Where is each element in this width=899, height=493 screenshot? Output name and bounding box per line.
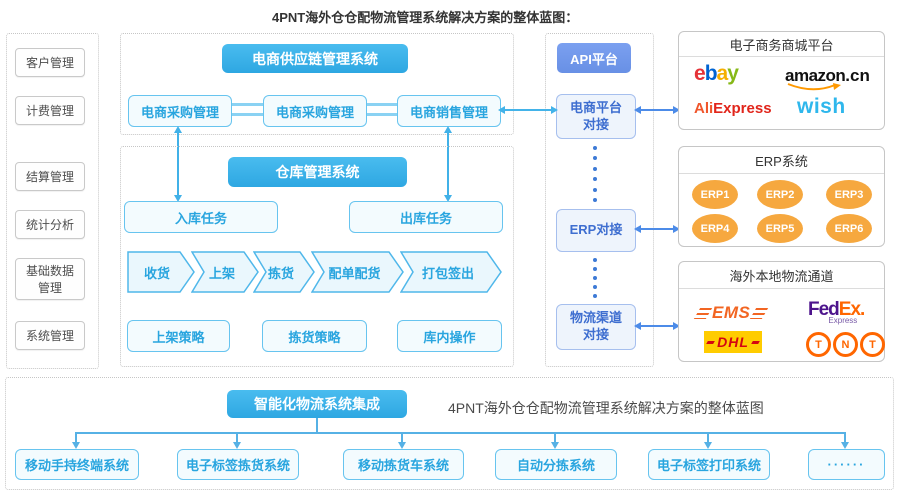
flow-step-label: 打包签出 xyxy=(421,265,474,281)
dots-connector-2 xyxy=(593,258,597,298)
sidebar-section xyxy=(6,33,99,369)
system-box-etag-picking: 电子标签拣货系统 xyxy=(177,449,299,480)
chevron-shape-icon xyxy=(311,251,404,293)
strategy-picking-box: 拣货策略 xyxy=(262,320,367,352)
scm-connector-1 xyxy=(228,103,265,116)
ecommerce-panel: 电子商务商城平台 xyxy=(678,31,885,130)
erp-item-3: ERP3 xyxy=(826,180,872,209)
fedex-logo: FedEx. Express xyxy=(808,299,866,325)
intelligent-logistics-section xyxy=(5,377,894,490)
erp-item-6: ERP6 xyxy=(826,214,872,243)
dhl-dash-icon xyxy=(706,340,715,344)
outbound-link-arrow xyxy=(444,126,452,202)
aliexpress-logo: AliExpress xyxy=(694,100,772,117)
tree-stem xyxy=(316,418,318,433)
system-box-more: ······ xyxy=(808,449,885,480)
inbound-task-box: 入库任务 xyxy=(124,201,278,233)
tree-branch-line xyxy=(76,432,846,434)
arrow-api-to-erp-panel xyxy=(634,225,680,233)
erp-panel-title: ERP系统 xyxy=(679,147,884,174)
flow-step-pick: 拣货 xyxy=(253,251,315,293)
scm-box-purchase-1: 电商采购管理 xyxy=(128,95,232,127)
chevron-shape-icon xyxy=(191,251,259,293)
scm-section xyxy=(120,33,514,135)
tree-drop-arrow xyxy=(72,432,80,449)
erp-item-1: ERP1 xyxy=(692,180,738,209)
api-box-logistics: 物流渠道 对接 xyxy=(556,304,636,350)
dots-connector-1 xyxy=(593,146,597,202)
sidebar-item-billing-mgmt: 计费管理 xyxy=(15,96,85,125)
tree-drop-arrow xyxy=(841,432,849,449)
bottom-caption: 4PNT海外仓仓配物流管理系统解决方案的整体蓝图 xyxy=(448,400,764,416)
ems-logo: EMS xyxy=(693,303,769,323)
tree-drop-arrow xyxy=(551,432,559,449)
logistics-panel-title: 海外本地物流通道 xyxy=(679,262,884,289)
sidebar-item-settlement-mgmt: 结算管理 xyxy=(15,162,85,191)
flow-step-label: 收货 xyxy=(143,265,170,281)
ecommerce-panel-title: 电子商务商城平台 xyxy=(679,32,884,57)
flow-step-assemble: 配单配货 xyxy=(311,251,404,293)
flow-step-label: 上架 xyxy=(208,265,235,281)
intelligent-logistics-header: 智能化物流系统集成 xyxy=(227,390,407,418)
api-section xyxy=(545,33,654,367)
warehouse-ops-box: 库内操作 xyxy=(397,320,502,352)
erp-item-5: ERP5 xyxy=(757,214,803,243)
amazon-swoosh-icon xyxy=(787,83,841,91)
system-box-etag-printing: 电子标签打印系统 xyxy=(648,449,770,480)
ebay-logo: ebay xyxy=(694,62,739,85)
flow-step-label: 配单配货 xyxy=(328,265,381,281)
page-title: 4PNT海外仓仓配物流管理系统解决方案的整体蓝图： xyxy=(272,10,579,25)
tree-drop-arrow xyxy=(398,432,406,449)
chevron-shape-icon xyxy=(253,251,315,293)
amazon-logo: amazon.cn xyxy=(785,67,870,92)
scm-connector-2 xyxy=(363,103,399,116)
wms-header: 仓库管理系统 xyxy=(228,157,407,187)
arrow-scm-to-api xyxy=(498,106,558,114)
erp-item-2: ERP2 xyxy=(757,180,803,209)
system-box-handheld-terminal: 移动手持终端系统 xyxy=(15,449,139,480)
flow-step-receive: 收货 xyxy=(127,251,195,293)
sidebar-item-base-data-mgmt: 基础数据 管理 xyxy=(15,258,85,300)
flow-step-label: 拣货 xyxy=(267,265,294,281)
api-header: API平台 xyxy=(557,43,631,73)
strategy-shelving-box: 上架策略 xyxy=(127,320,230,352)
erp-item-4: ERP4 xyxy=(692,214,738,243)
scm-header: 电商供应链管理系统 xyxy=(222,44,408,73)
wish-logo: wish xyxy=(797,95,846,118)
arrow-api-to-ecommerce-panel xyxy=(634,106,680,114)
chevron-shape-icon xyxy=(127,251,195,293)
dhl-dash-icon xyxy=(751,340,760,344)
outbound-task-box: 出库任务 xyxy=(349,201,503,233)
sidebar-item-customer-mgmt: 客户管理 xyxy=(15,48,85,77)
sidebar-item-system-mgmt: 系统管理 xyxy=(15,321,85,350)
ems-stripes-icon xyxy=(693,307,713,319)
dhl-logo: DHL xyxy=(704,331,762,353)
tree-drop-arrow xyxy=(704,432,712,449)
api-box-ecommerce: 电商平台 对接 xyxy=(556,94,636,139)
system-box-picking-cart: 移动拣货车系统 xyxy=(343,449,464,480)
api-box-erp: ERP对接 xyxy=(556,209,636,252)
tree-drop-arrow xyxy=(233,432,241,449)
arrow-api-to-logistics-panel xyxy=(634,322,680,330)
chevron-shape-icon xyxy=(400,251,502,293)
flow-step-shelve: 上架 xyxy=(191,251,259,293)
tnt-logo: T N T xyxy=(806,332,885,357)
inbound-link-arrow xyxy=(174,126,182,202)
scm-box-sales: 电商销售管理 xyxy=(397,95,501,127)
sidebar-item-stats-analysis: 统计分析 xyxy=(15,210,85,239)
system-box-auto-sorting: 自动分拣系统 xyxy=(495,449,617,480)
flow-step-pack: 打包签出 xyxy=(400,251,502,293)
wms-section xyxy=(120,146,514,367)
scm-box-purchase-2: 电商采购管理 xyxy=(263,95,367,127)
